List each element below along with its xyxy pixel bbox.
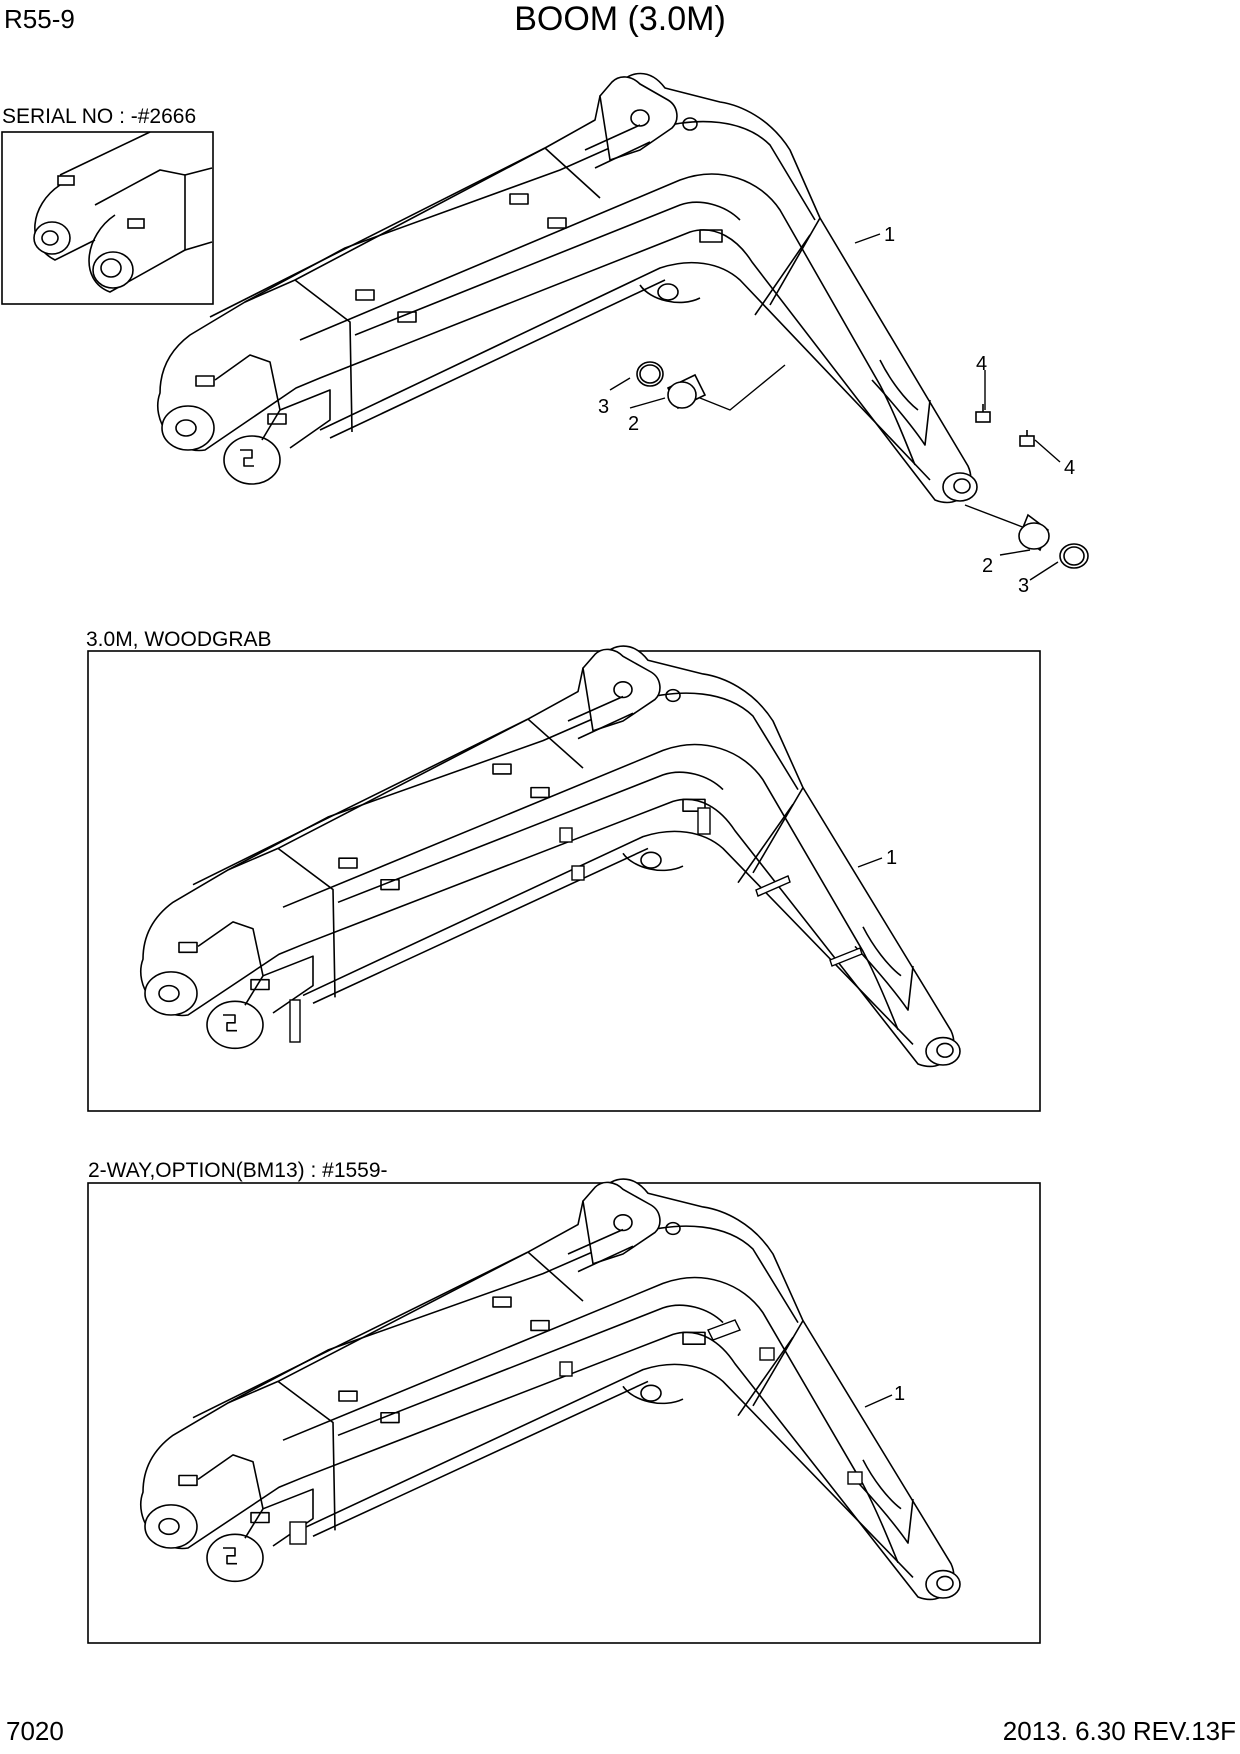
top-leaders [609, 233, 1061, 581]
revision-date: 2013. 6.30 REV.13F [1002, 1716, 1236, 1746]
ring-part-3-upper [636, 361, 664, 387]
caption-serial-no: SERIAL NO : -#2666 [2, 105, 197, 128]
boom-drawing-main [156, 72, 978, 504]
inset-serial-no [1, 131, 214, 305]
page-title: BOOM (3.0M) [514, 0, 726, 38]
bushing-part-2-lower [1018, 513, 1050, 552]
ring-part-3-lower [1059, 543, 1089, 569]
callout-2-top: 2 [628, 413, 639, 435]
grease-fitting-part-4-lower [1019, 430, 1035, 447]
callout-4-top: 4 [976, 353, 987, 375]
boom-drawing-woodgrab [139, 645, 961, 1068]
boom-drawing-two-way [139, 1178, 961, 1601]
callout-2-lower: 2 [982, 555, 993, 577]
woodgrab-frame [87, 650, 1041, 1112]
callout-4-right: 4 [1064, 457, 1075, 479]
model-number: R55-9 [4, 4, 75, 34]
caption-2-way-option: 2-WAY,OPTION(BM13) : #1559- [88, 1159, 388, 1182]
two-way-extra-pads [289, 1319, 863, 1545]
caption-woodgrab: 3.0M, WOODGRAB [86, 628, 272, 651]
callout-1-two-way: 1 [894, 1383, 905, 1405]
page-number: 7020 [6, 1716, 64, 1746]
callout-1-woodgrab: 1 [886, 847, 897, 869]
callout-1-top: 1 [884, 224, 895, 246]
woodgrab-extra-pads [289, 807, 863, 1043]
bushing-part-2-upper [666, 373, 707, 410]
callout-3-lower: 3 [1018, 575, 1029, 597]
two-way-option-frame [87, 1182, 1041, 1644]
callout-3-top: 3 [598, 396, 609, 418]
grease-fitting-part-4-upper [975, 404, 991, 423]
